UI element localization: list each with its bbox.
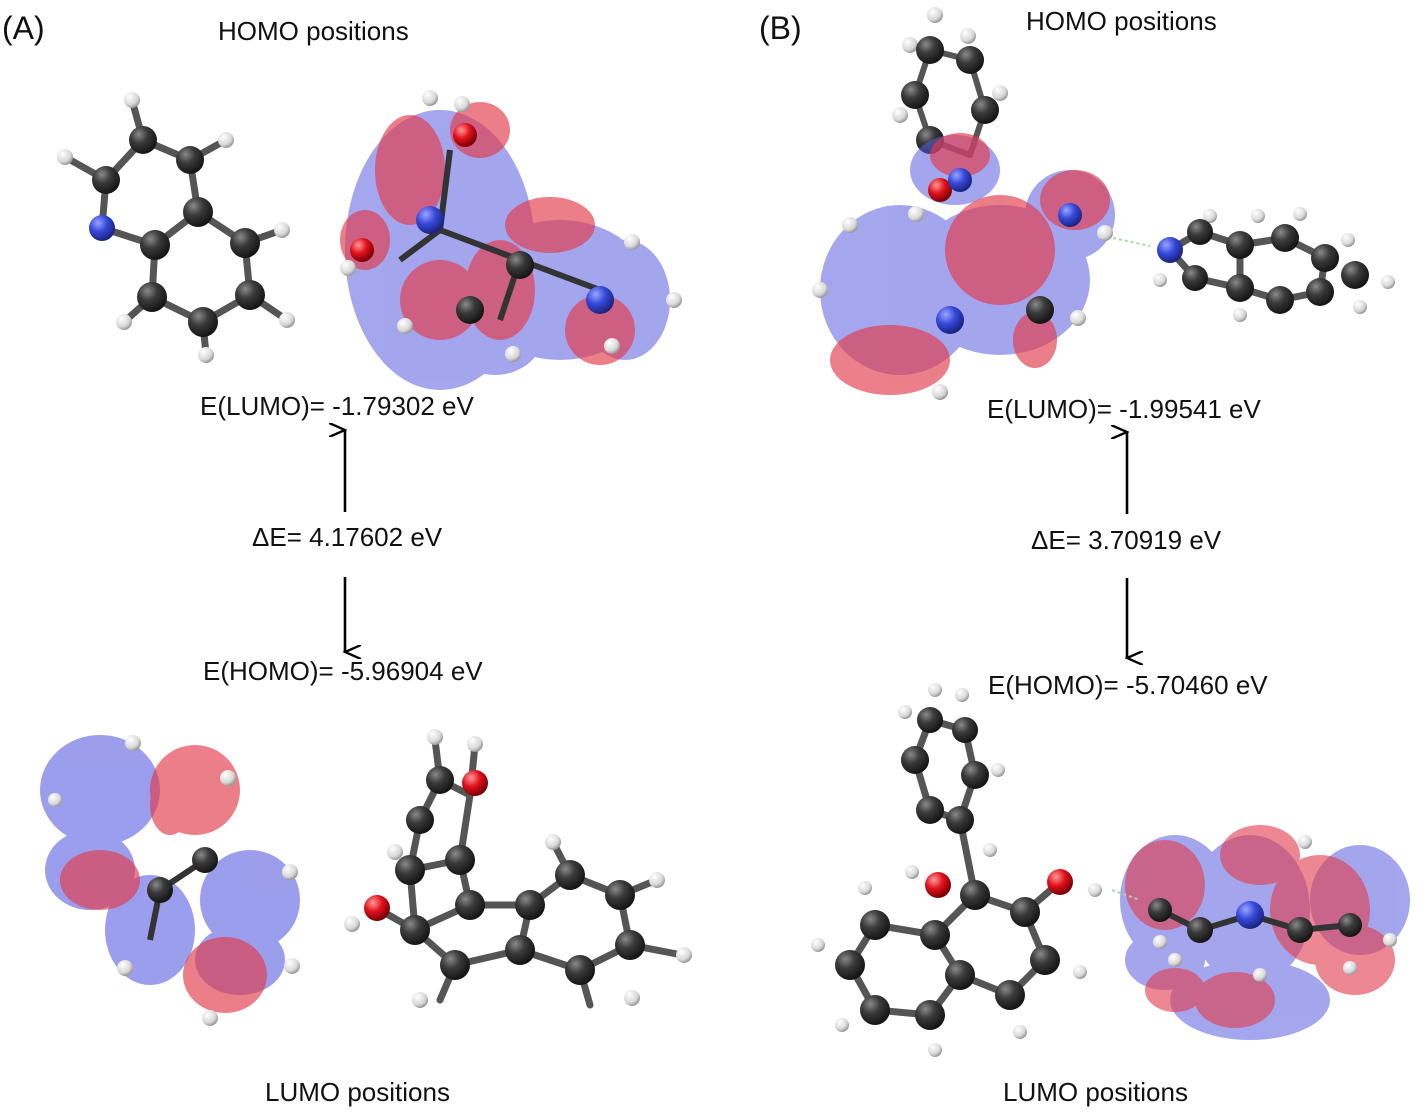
- panel-a-homo-orbital: [340, 90, 682, 390]
- panel-b-homo-orbital: [812, 7, 1151, 400]
- panel-b-e-homo: E(HOMO)= -5.70460 eV: [988, 670, 1268, 700]
- panel-a-bottom-title: LUMO positions: [265, 1077, 450, 1107]
- panel-a-top-title: HOMO positions: [218, 16, 409, 46]
- panel-b-naphthol-model: [811, 683, 1102, 1057]
- panel-b-top-title: HOMO positions: [1026, 6, 1217, 36]
- panel-a-naphthol-model: [344, 729, 692, 1009]
- panel-b-delta-e: ΔE= 3.70919 eV: [1031, 525, 1222, 555]
- panel-b-lumo-orbital: [1111, 825, 1410, 1040]
- panel-a-quinoline-model: [57, 92, 295, 363]
- panel-a-e-lumo: E(LUMO)= -1.79302 eV: [200, 391, 474, 421]
- panel-a-lumo-orbital: [40, 735, 300, 1026]
- panel-a-delta-e: ΔE= 4.17602 eV: [252, 522, 443, 552]
- panel-a-e-homo: E(HOMO)= -5.96904 eV: [203, 656, 483, 686]
- panel-b-quinoline-model: [1153, 207, 1395, 322]
- panel-a-label: (A): [2, 10, 45, 46]
- panel-b-label: (B): [759, 10, 802, 46]
- panel-b-e-lumo: E(LUMO)= -1.99541 eV: [987, 394, 1261, 424]
- panel-b-bottom-title: LUMO positions: [1003, 1077, 1188, 1107]
